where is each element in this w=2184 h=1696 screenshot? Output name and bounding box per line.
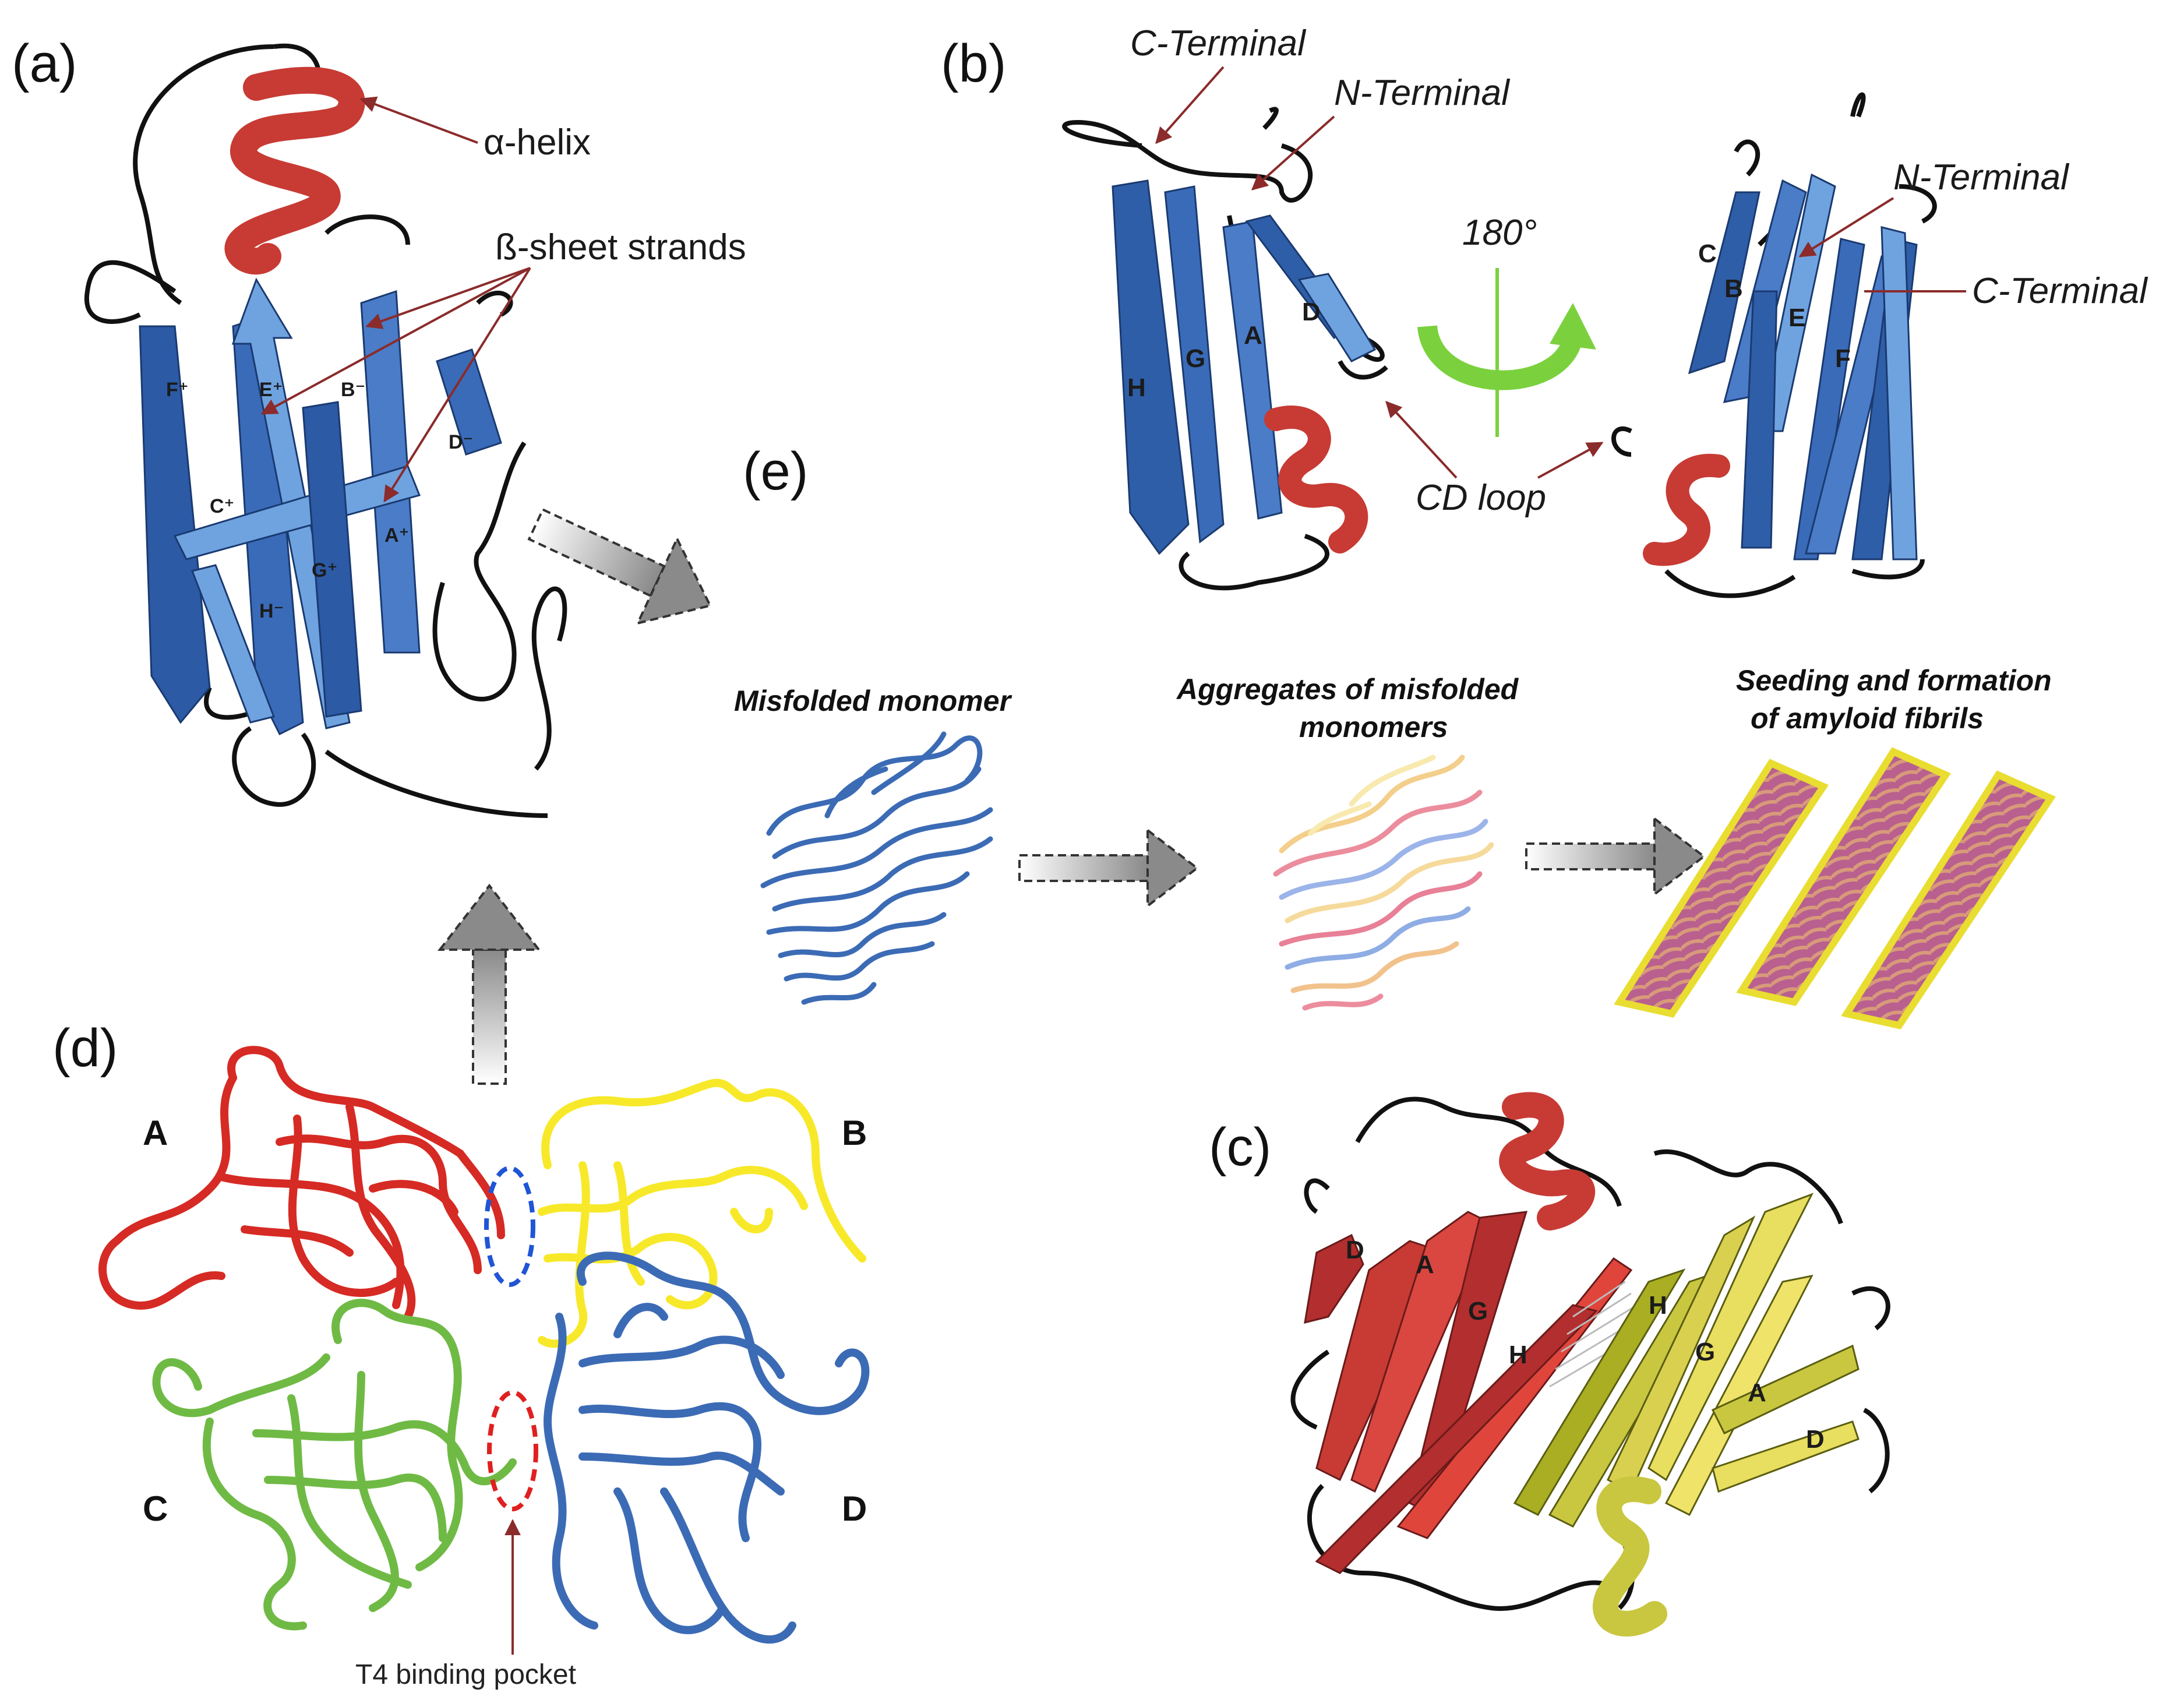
chain-label-c: C [143,1489,168,1528]
panel-c: (c) D A G [1209,1092,1890,1637]
c-terminal-label-left: C-Terminal [1130,23,1307,64]
panel-d: (d) A B C D [52,883,870,1690]
strand-label-b-left-1: G [1186,344,1205,373]
strand-label-b-left-0: H [1127,373,1146,402]
misfolded-monomer [760,731,993,1005]
strand-label-a-4: C⁺ [210,495,235,517]
panel-e-label: (e) [743,442,808,501]
rotation-arrow-head [1550,303,1596,350]
strand-label-c-red-1: A [1416,1250,1434,1279]
strand-label-a-6: G⁺ [312,559,337,581]
arrow-stage2-to-stage3 [1525,816,1706,897]
panel-d-label: (d) [52,1018,118,1078]
arrow-a-to-e [527,507,712,625]
stage-aggregates-title-line1: Aggregates of misfolded [1176,673,1519,706]
strand-label-a-2: B⁻ [341,379,366,401]
strand-label-c-yellow-1: G [1695,1338,1715,1366]
chain-d [543,1251,870,1644]
alpha-helix-c-red [1499,1092,1596,1230]
strand-label-c-yellow-3: D [1806,1425,1825,1454]
stage-misfolded-monomer-title: Misfolded monomer [734,685,1012,717]
arrow-stage1-to-stage2 [1018,827,1199,909]
aggregates-of-misfolded-monomers [1273,754,1494,1011]
binding-pocket-top [484,1166,535,1287]
alpha-helix-b-left [1264,406,1368,553]
c-terminal-label-right: C-Terminal [1972,271,2148,311]
n-terminal-pointer-right [1798,197,1894,258]
strand-label-b-right-0: C [1698,239,1717,268]
rotation-label: 180° [1462,213,1537,253]
monomer-yellow [1513,1193,1860,1528]
panel-c-label: (c) [1209,1117,1271,1177]
binding-pocket-bottom [487,1390,538,1511]
chain-label-a: A [143,1113,168,1152]
panel-b-right-loop [1611,92,1937,598]
panel-a-loop [84,43,567,818]
panel-b-left-loop [1062,107,1388,591]
chain-c [152,1299,517,1631]
alpha-helix-a [224,66,365,275]
alpha-helix-b-right [1643,453,1730,566]
strand-label-a-3: D⁻ [449,431,474,453]
strand-label-b-left-2: A [1244,321,1262,350]
strand-label-b-right-2: E [1788,304,1805,332]
strand-label-c-yellow-2: A [1748,1378,1766,1407]
strand-label-c-red-2: G [1468,1297,1488,1325]
n-terminal-label-left: N-Terminal [1334,73,1511,113]
stage-fibrils-title-line1: Seeding and formation [1736,664,2052,697]
stage-fibrils-title-line2: of amyloid fibrils [1751,702,1984,735]
n-terminal-label-right: N-Terminal [1893,157,2070,198]
panel-b: (b) H G A D C-Terminal N-Terminal 180° C… [941,23,2148,598]
alpha-helix-label: α-helix [484,122,591,163]
strand-label-b-left-3: D [1302,298,1321,326]
beta-sheet-pointer-3 [383,267,531,503]
arrow-d-to-a [437,883,542,1085]
beta-sheet-b-left [1112,179,1377,555]
strand-label-c-red-3: H [1509,1341,1527,1369]
strand-label-a-0: F⁺ [166,379,189,401]
strand-label-c-yellow-0: H [1649,1291,1667,1320]
cd-loop-label: CD loop [1416,478,1546,518]
rotation-arrow [1417,325,1583,390]
stage-aggregates-title-line2: monomers [1299,711,1448,743]
c-terminal-pointer-left [1155,66,1225,144]
beta-sheet-label: ß-sheet strands [495,227,746,267]
alpha-helix-c-yellow [1593,1476,1667,1637]
beta-sheet-b-right [1688,173,1918,560]
amyloid-fibrils [1614,747,2056,1029]
panel-b-label: (b) [941,34,1006,93]
cd-loop-pointer-2 [1537,442,1604,479]
chain-label-b: B [842,1113,867,1152]
chain-b [538,1078,866,1348]
strand-label-a-1: E⁺ [259,379,283,401]
monomer-red [1304,1211,1633,1574]
beta-sheet-pointer-2 [260,267,531,415]
panel-a-label: (a) [12,34,77,93]
strand-label-b-right-1: B [1724,274,1743,303]
beta-sheet-a [139,277,502,736]
alpha-helix-pointer [359,96,478,144]
cd-loop-pointer-1 [1385,400,1458,479]
t4-binding-pocket-label: T4 binding pocket [355,1659,576,1690]
chain-a [98,1046,505,1321]
strand-label-a-5: A⁺ [384,524,410,546]
strand-label-a-7: H⁻ [259,600,284,622]
beta-sheet-pointer-1 [365,267,531,329]
n-terminal-pointer-left [1251,115,1335,191]
panel-a: (a) F⁺ E⁺ B⁻ D⁻ C⁺ A⁺ G⁺ H⁻ α-helix ß-sh… [12,34,746,818]
strand-label-c-red-0: D [1346,1236,1364,1264]
panel-e: (e) Misfolded monomer Aggregates of misf… [527,442,2056,1029]
panel-c-loop [1290,1096,1890,1611]
chain-label-d: D [842,1489,867,1528]
strand-label-b-right-3: F [1835,344,1851,373]
